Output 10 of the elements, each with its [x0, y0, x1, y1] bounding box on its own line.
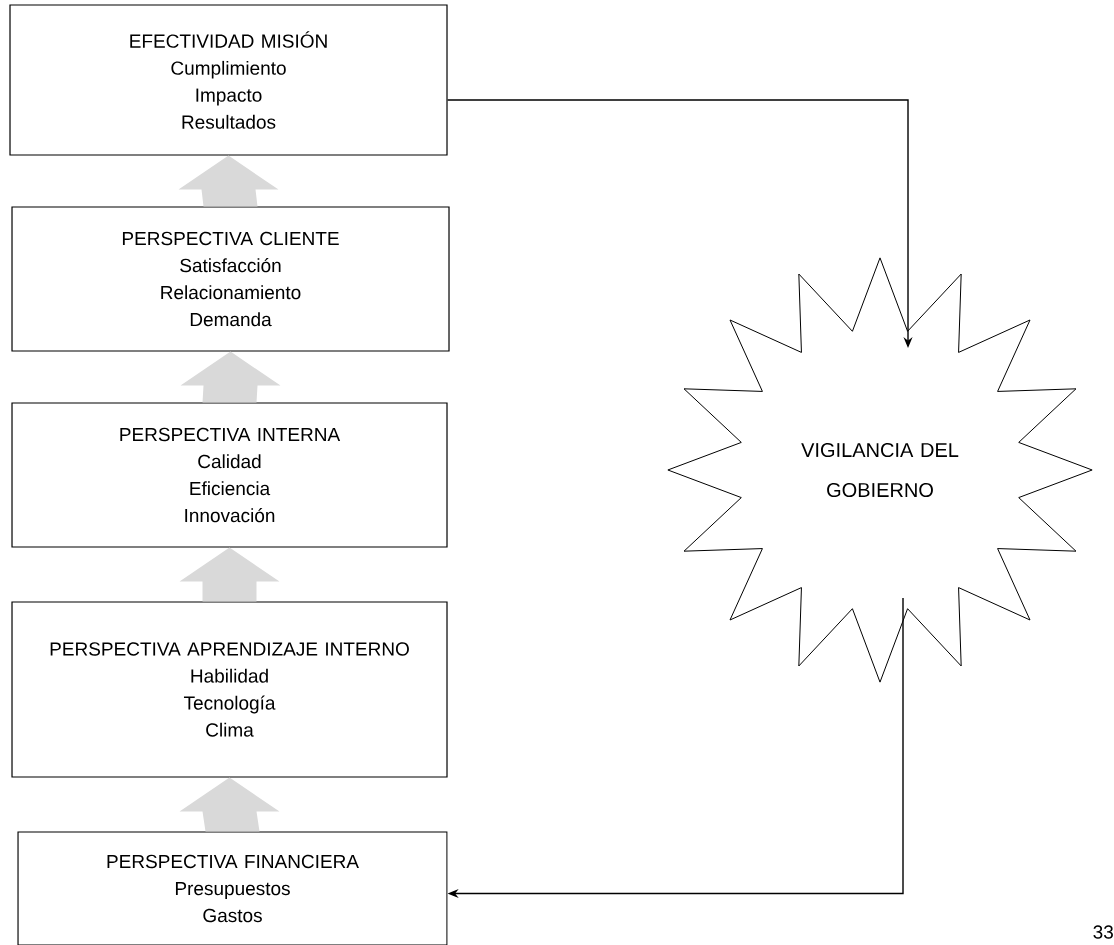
perspective-box: EFECTIVIDAD MISIÓN Cumplimiento Impacto Resultados [9, 4, 448, 156]
block-arrow [178, 155, 279, 207]
block-arrow [179, 777, 280, 832]
perspective-box: PERSPECTIVA CLIENTE Satisfacción Relacionamiento Demanda [11, 206, 450, 352]
block-arrow [180, 351, 281, 403]
perspective-box: PERSPECTIVA APRENDIZAJE INTERNO Habilidad Tecnología Clima [11, 601, 448, 778]
page-number: 33 [1093, 925, 1113, 939]
perspective-box: PERSPECTIVA INTERNA Calidad Eficiencia Innovación [11, 402, 448, 548]
perspective-box: PERSPECTIVA FINANCIERA Presupuestos Gastos [17, 831, 448, 945]
block-arrow [179, 547, 280, 602]
